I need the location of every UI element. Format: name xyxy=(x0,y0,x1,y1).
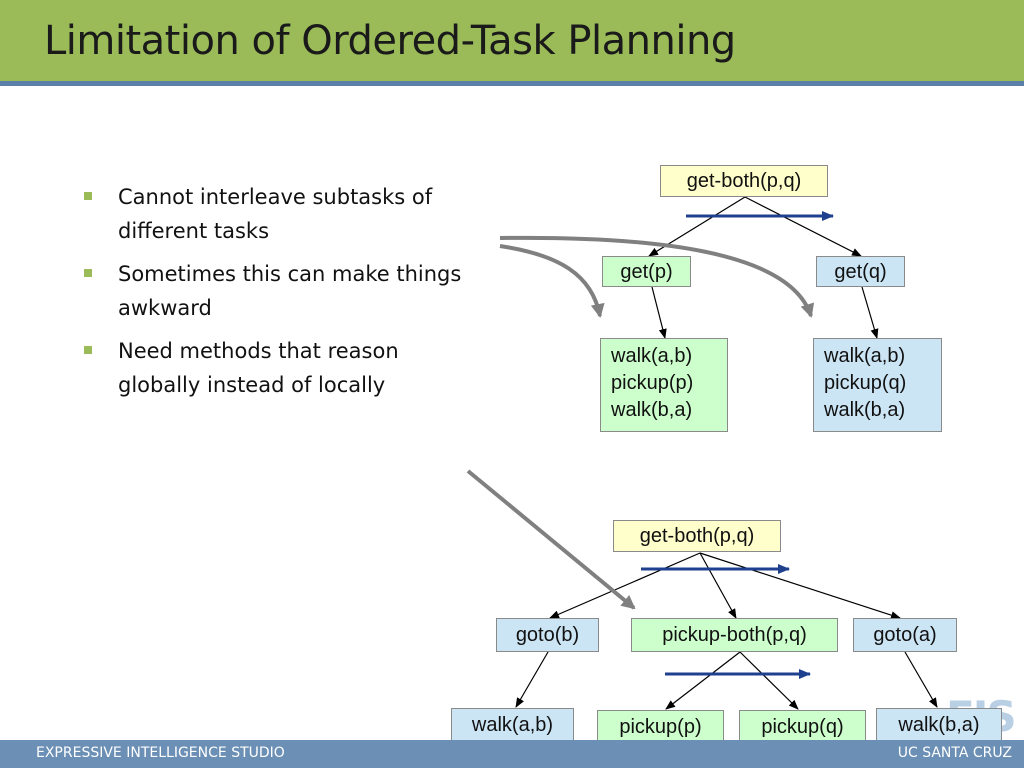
edge-get-p-actions xyxy=(651,286,667,339)
footer-bar: EXPRESSIVE INTELLIGENCE STUDIO UC SANTA … xyxy=(0,740,1024,768)
node-label: get(p) xyxy=(620,261,673,283)
title-divider xyxy=(0,81,1024,86)
node-label: goto(a) xyxy=(873,624,937,646)
action-label: pickup(p) xyxy=(611,372,694,394)
bullet-text-line: Need methods that reason xyxy=(118,339,399,363)
bullet-square-icon xyxy=(84,192,92,200)
action-label: walk(b,a) xyxy=(611,399,693,421)
bullet-text-line: Cannot interleave subtasks of xyxy=(118,185,433,209)
bullet-item: Cannot interleave subtasks of different … xyxy=(84,180,494,248)
action-label: walk(a,b) xyxy=(611,345,693,367)
footer-right-text: UC SANTA CRUZ xyxy=(897,745,1012,761)
bullet-text-line: globally instead of locally xyxy=(118,373,386,397)
bullet-square-icon xyxy=(84,346,92,354)
node-label: goto(b) xyxy=(515,624,580,646)
callout-arrow-to-get-q xyxy=(499,235,815,318)
edge-root2-pickup-both xyxy=(699,552,737,619)
edge-root-get-q xyxy=(744,196,862,257)
node-label: get(q) xyxy=(834,261,887,283)
edge-get-q-actions xyxy=(861,286,879,339)
bullet-item: Sometimes this can make things awkward xyxy=(84,257,494,325)
bullet-list: Cannot interleave subtasks of different … xyxy=(84,180,494,411)
action-label: pickup(q) xyxy=(824,372,907,394)
top-right-method-node: get(q) xyxy=(816,256,905,287)
title-bar: Limitation of Ordered-Task Planning xyxy=(0,0,1024,86)
bottom-left-method-node: goto(b) xyxy=(496,618,599,652)
edge-pickup-both-q xyxy=(739,651,799,710)
bottom-middle-method-node: pickup-both(p,q) xyxy=(631,618,838,652)
edge-goto-a-walk xyxy=(904,651,938,708)
node-label: pickup(q) xyxy=(761,716,844,738)
node-label: pickup-both(p,q) xyxy=(662,624,807,646)
node-label: get-both(p,q) xyxy=(639,525,755,547)
edge-root2-goto-a xyxy=(699,552,901,620)
top-right-actions-node: walk(a,b) pickup(q) walk(b,a) xyxy=(813,338,942,432)
callout-arrow-to-get-p xyxy=(499,244,605,318)
node-label: walk(a,b) xyxy=(471,714,554,736)
footer-left-text: EXPRESSIVE INTELLIGENCE STUDIO xyxy=(36,745,285,761)
action-label: walk(b,a) xyxy=(824,399,906,421)
bottom-left-action-node: walk(a,b) xyxy=(451,708,574,742)
edge-goto-b-walk xyxy=(515,651,549,708)
bullet-item: Need methods that reason globally instea… xyxy=(84,334,494,402)
top-left-method-node: get(p) xyxy=(602,256,691,287)
action-label: walk(a,b) xyxy=(824,345,906,367)
top-root-node: get-both(p,q) xyxy=(660,165,828,197)
bullet-text-line: awkward xyxy=(118,296,212,320)
callout-arrow-to-pickup-both xyxy=(466,469,636,610)
bottom-right-action-node: walk(b,a) xyxy=(876,708,1002,742)
top-left-actions-node: walk(a,b) pickup(p) walk(b,a) xyxy=(600,338,728,432)
bottom-pickup-q-node: pickup(q) xyxy=(739,710,866,744)
bullet-text-line: different tasks xyxy=(118,219,270,243)
bullet-text-line: Sometimes this can make things xyxy=(118,262,462,286)
node-label: pickup(p) xyxy=(619,716,702,738)
edge-root2-goto-b xyxy=(549,552,701,619)
bottom-pickup-p-node: pickup(p) xyxy=(597,710,724,744)
slide-title: Limitation of Ordered-Task Planning xyxy=(44,18,736,64)
bottom-root-node: get-both(p,q) xyxy=(613,520,781,552)
node-label: get-both(p,q) xyxy=(686,170,802,192)
node-label: walk(b,a) xyxy=(898,714,980,736)
edge-root-get-p xyxy=(648,196,746,257)
edge-pickup-both-p xyxy=(665,651,741,710)
bottom-right-method-node: goto(a) xyxy=(853,618,957,652)
bullet-square-icon xyxy=(84,269,92,277)
